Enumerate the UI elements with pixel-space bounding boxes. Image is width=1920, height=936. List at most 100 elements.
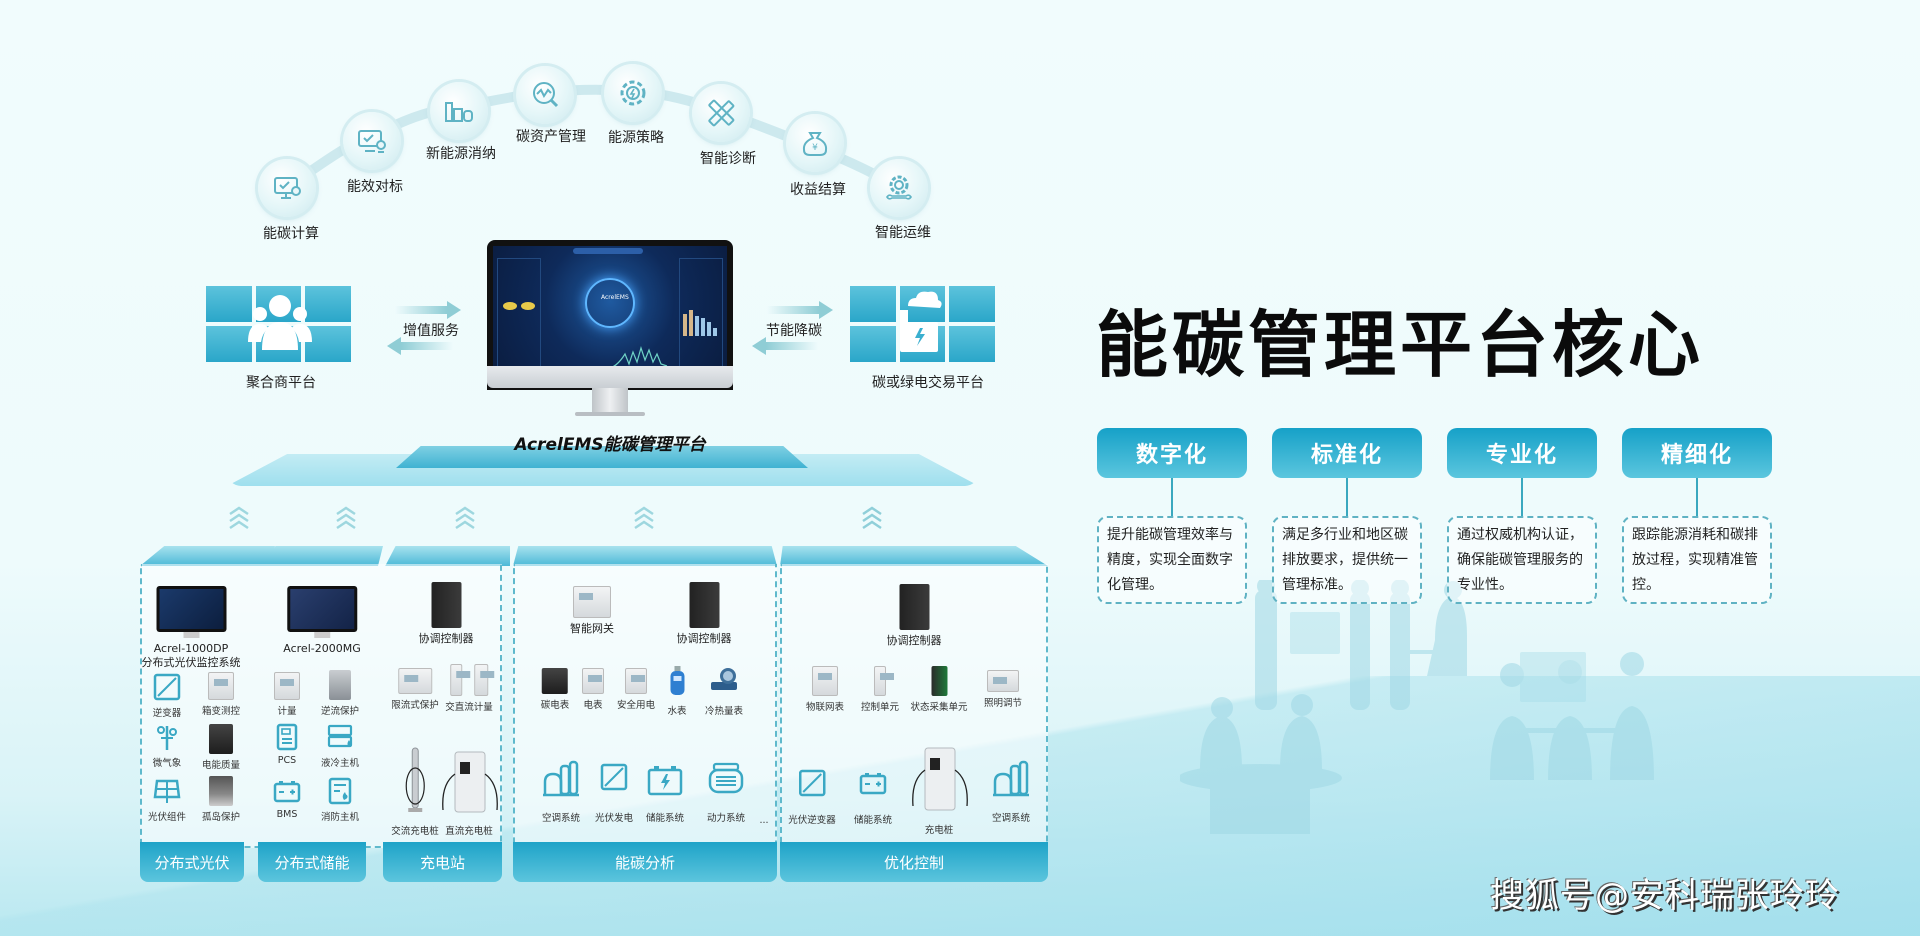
node-energy-strategy[interactable] xyxy=(604,64,662,122)
device-coordination-controller[interactable]: 协调控制器 xyxy=(677,582,732,646)
item-reverse-flow-protection[interactable]: 逆流保护 xyxy=(321,670,359,717)
item-fire-host[interactable]: 消防主机 xyxy=(321,776,359,823)
item-metering[interactable]: 计量 xyxy=(274,672,300,717)
control-unit-icon xyxy=(873,666,894,696)
protection-module-icon xyxy=(397,668,432,694)
item-charging-pile[interactable]: 充电桩 xyxy=(909,746,969,836)
device-smart-gateway[interactable]: 智能网关 xyxy=(570,586,614,636)
battery-icon xyxy=(273,781,301,803)
item-pv-inverter[interactable]: 光伏逆变器 xyxy=(788,768,836,826)
item-island-protection[interactable]: 孤岛保护 xyxy=(202,776,240,823)
item-pv-generation[interactable]: 光伏发电 xyxy=(595,762,633,824)
footer-optimization-control[interactable]: 优化控制 xyxy=(780,842,1048,882)
water-meter-icon xyxy=(669,666,684,695)
device-acrel-1000dp[interactable]: Acrel-1000DP 分布式光伏监控系统 xyxy=(142,586,241,670)
item-storage-system[interactable]: 储能系统 xyxy=(645,760,685,824)
item-heat-meter[interactable]: 冷热量表 xyxy=(705,666,743,717)
core-card-digital-head[interactable]: 数字化 xyxy=(1097,428,1247,478)
meter-device-icon xyxy=(207,672,234,700)
chevron-up-icon xyxy=(862,506,882,530)
item-box-transformer[interactable]: 箱变测控 xyxy=(202,672,240,717)
item-hvac-system[interactable]: 空调系统 xyxy=(991,758,1031,824)
analysis-magnifier-icon xyxy=(533,82,559,108)
inverter-icon xyxy=(153,673,181,701)
node-label: 智能运维 xyxy=(875,225,931,241)
weather-station-icon xyxy=(157,726,177,750)
item-current-limit-protection[interactable]: 限流式保护 xyxy=(391,668,439,711)
item-micro-weather[interactable]: 微气象 xyxy=(152,722,182,769)
column-cap-pv xyxy=(140,546,275,566)
footer-carbon-analysis[interactable]: 能碳分析 xyxy=(513,842,777,882)
value-added-service-label: 增值服务 xyxy=(403,323,459,339)
ruler-pencil-icon xyxy=(708,99,735,127)
item-liquid-cooling[interactable]: 液冷主机 xyxy=(321,722,359,769)
meter-device-icon xyxy=(274,672,300,700)
dc-charger-icon xyxy=(442,751,498,813)
item-lighting-control[interactable]: 照明调节 xyxy=(984,670,1022,709)
core-card-standard-head[interactable]: 标准化 xyxy=(1272,428,1422,478)
core-card-professional-head[interactable]: 专业化 xyxy=(1447,428,1597,478)
heat-meter-icon xyxy=(710,668,737,690)
node-label: 碳资产管理 xyxy=(516,129,586,145)
dashboard-hub-label: AcrelEMS xyxy=(601,294,629,301)
device-acrel-2000mg[interactable]: Acrel-2000MG xyxy=(283,586,361,656)
node-carbon-asset[interactable] xyxy=(516,66,574,124)
device-coordination-controller[interactable]: 协调控制器 xyxy=(887,584,942,648)
node-efficiency-benchmark[interactable] xyxy=(343,112,401,170)
chevron-up-icon xyxy=(634,506,654,530)
node-new-energy[interactable] xyxy=(430,82,488,140)
item-inverter[interactable]: 逆变器 xyxy=(152,672,182,719)
item-ac-dc-metering[interactable]: 交直流计量 xyxy=(445,664,495,713)
node-smart-diagnosis[interactable] xyxy=(692,84,750,142)
item-status-acquisition[interactable]: 状态采集单元 xyxy=(910,666,968,713)
node-smart-om[interactable] xyxy=(870,159,928,217)
money-bag-icon: ¥ xyxy=(802,132,828,156)
liquid-cooling-icon xyxy=(327,724,353,748)
item-water-meter[interactable]: 水表 xyxy=(667,666,687,717)
item-electric-meter[interactable]: 电表 xyxy=(582,668,604,711)
solar-panel-icon xyxy=(153,779,181,803)
controller-device-icon xyxy=(431,582,461,628)
item-dc-charger[interactable]: 直流充电桩 xyxy=(439,750,499,837)
energy-saving-label: 节能降碳 xyxy=(766,323,822,339)
device-coordination-controller[interactable]: 协调控制器 xyxy=(419,582,474,646)
item-iot-meter[interactable]: 物联网表 xyxy=(806,666,844,713)
node-carbon-calc[interactable] xyxy=(258,159,316,217)
protection-device-icon xyxy=(208,776,233,806)
hvac-system-icon xyxy=(993,760,1029,797)
monitor-camera-icon xyxy=(358,130,386,153)
svg-text:¥: ¥ xyxy=(812,143,818,153)
core-card-standard-desc: 满足多行业和地区碳排放要求，提供统一管理标准。 xyxy=(1272,516,1422,604)
platform-title: AcrelEMS能碳管理平台 xyxy=(514,435,706,455)
footer-distributed-storage[interactable]: 分布式储能 xyxy=(258,842,366,882)
electric-meter-icon xyxy=(582,668,604,694)
watermark: 搜狐号@安科瑞张玲玲 xyxy=(1490,876,1840,916)
carbon-trading-platform-label: 碳或绿电交易平台 xyxy=(872,375,984,391)
item-storage-system[interactable]: 储能系统 xyxy=(854,768,892,826)
gear-wrench-icon xyxy=(886,175,912,200)
item-pv-module[interactable]: 光伏组件 xyxy=(148,776,186,823)
footer-charging-station[interactable]: 充电站 xyxy=(383,842,502,882)
item-power-system[interactable]: 动力系统 xyxy=(706,760,746,824)
arrow-left xyxy=(401,342,453,350)
item-more[interactable]: ... xyxy=(759,815,769,826)
item-control-unit[interactable]: 控制单元 xyxy=(861,666,899,713)
item-power-quality[interactable]: 电能质量 xyxy=(202,724,240,771)
item-bms[interactable]: BMS xyxy=(272,776,302,820)
chevron-up-icon xyxy=(336,506,356,530)
item-safe-power[interactable]: 安全用电 xyxy=(617,668,655,711)
core-card-refined-head[interactable]: 精细化 xyxy=(1622,428,1772,478)
item-ac-charger[interactable]: 交流充电桩 xyxy=(391,746,439,837)
arrow-right-head xyxy=(819,301,833,319)
item-carbon-meter[interactable]: 碳电表 xyxy=(541,668,569,711)
dashboard-gauge xyxy=(503,302,517,310)
item-hvac-system[interactable]: 空调系统 xyxy=(541,758,581,824)
arrow-left-head xyxy=(752,337,766,355)
pcs-icon xyxy=(276,723,298,751)
connector-line xyxy=(1521,478,1523,516)
node-revenue-settlement[interactable]: ¥ xyxy=(786,114,844,172)
footer-distributed-pv[interactable]: 分布式光伏 xyxy=(140,842,244,882)
item-pcs[interactable]: PCS xyxy=(272,722,302,766)
inverter-icon xyxy=(798,769,826,797)
dashboard-title-bar xyxy=(573,248,643,254)
